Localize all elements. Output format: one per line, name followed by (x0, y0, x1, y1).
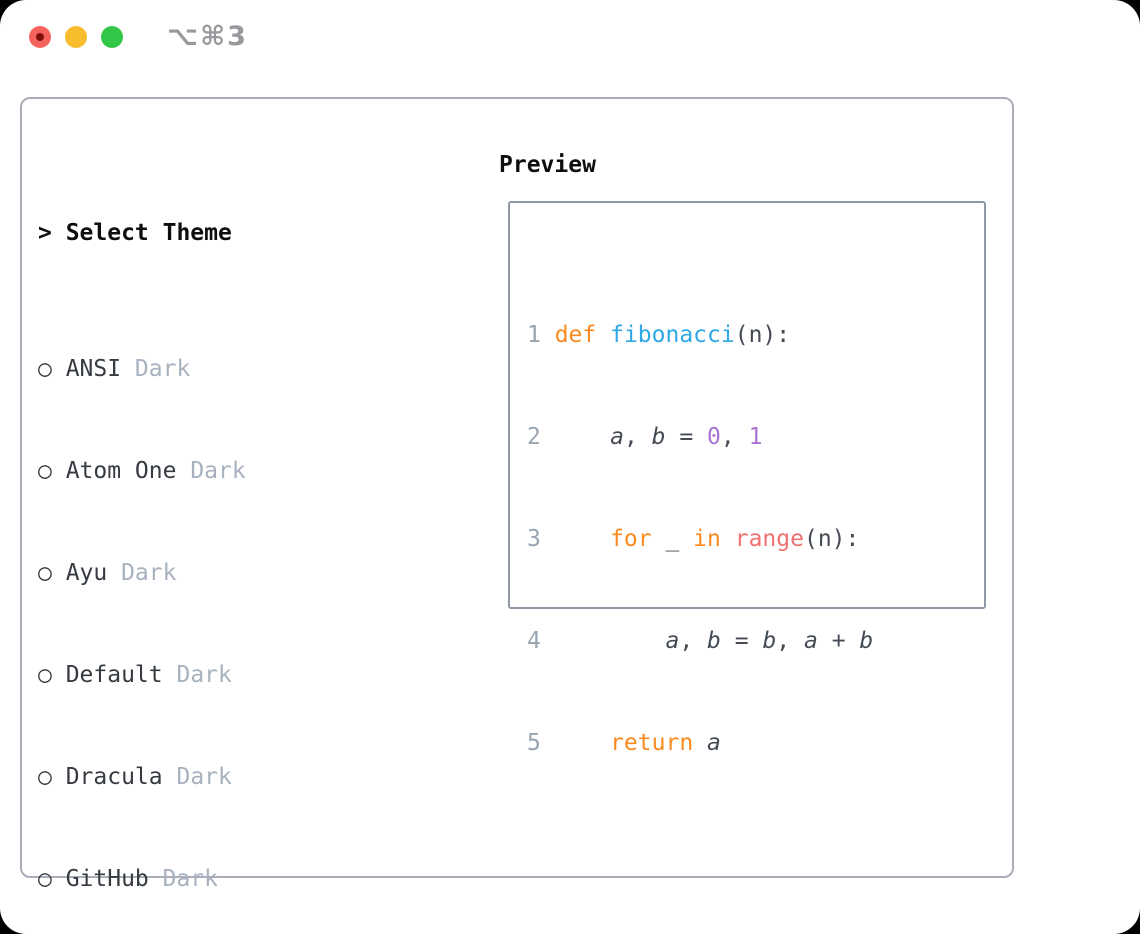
line-number: 4 (527, 628, 541, 654)
theme-name: Atom One (65, 458, 177, 484)
line-number: 3 (527, 526, 541, 552)
preview-title: Preview (499, 152, 596, 178)
theme-name: Dracula (65, 764, 163, 790)
line-number: 1 (527, 930, 555, 934)
theme-name: ANSI (65, 356, 122, 382)
theme-option-dracula-dark[interactable]: ○ Dracula Dark (38, 760, 426, 794)
radio-unselected-icon: ○ (38, 764, 52, 790)
close-button[interactable] (29, 26, 51, 48)
select-theme-title: Select Theme (65, 220, 232, 246)
theme-variant-badge: Dark (176, 764, 232, 790)
theme-variant-badge: Dark (121, 560, 177, 586)
theme-name: GitHub (65, 866, 149, 892)
theme-option-ansi-dark[interactable]: ○ ANSI Dark (38, 352, 426, 386)
radio-unselected-icon: ○ (38, 458, 52, 484)
theme-name: Ayu (65, 560, 108, 586)
select-theme-header: > Select Theme (38, 216, 426, 250)
diff-context-line: 1 This is a context line. (527, 930, 942, 934)
record-dot-icon (36, 33, 44, 41)
window-title: ⌥⌘3 (167, 21, 248, 52)
line-number: 2 (527, 424, 541, 450)
theme-name: Default (65, 662, 163, 688)
code-line: 2 a, b = 0, 1 (527, 420, 942, 454)
maximize-button[interactable] (101, 26, 123, 48)
theme-option-atom-one-dark[interactable]: ○ Atom One Dark (38, 454, 426, 488)
line-number: 5 (527, 730, 541, 756)
line-number: 1 (527, 322, 541, 348)
radio-unselected-icon: ○ (38, 866, 52, 892)
radio-unselected-icon: ○ (38, 662, 52, 688)
radio-unselected-icon: ○ (38, 560, 52, 586)
spacer-row (527, 828, 942, 862)
theme-variant-badge: Dark (134, 356, 191, 382)
theme-variant-badge: Dark (162, 866, 219, 892)
minimize-button[interactable] (65, 26, 87, 48)
theme-option-ayu-dark[interactable]: ○ Ayu Dark (38, 556, 426, 590)
theme-option-github-dark[interactable]: ○ GitHub Dark (38, 862, 426, 896)
theme-variant-badge: Dark (176, 662, 232, 688)
code-line: 5 return a (527, 726, 942, 760)
radio-unselected-icon: ○ (38, 356, 52, 382)
code-line: 4 a, b = b, a + b (527, 624, 942, 658)
prompt-caret-icon: > (38, 220, 52, 246)
theme-option-default-dark[interactable]: ○ Default Dark (38, 658, 426, 692)
code-line: 3 for _ in range(n): (527, 522, 942, 556)
theme-variant-badge: Dark (190, 458, 246, 484)
